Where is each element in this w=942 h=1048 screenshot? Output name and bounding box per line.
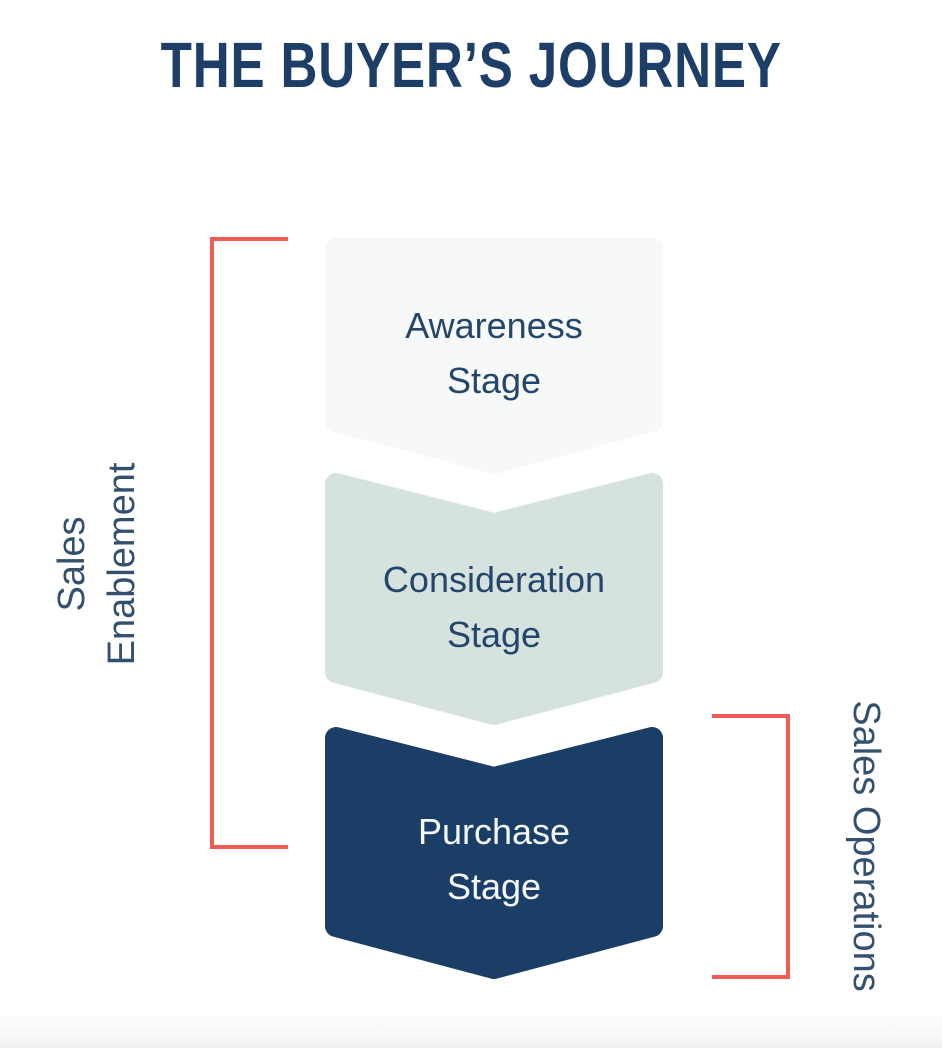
stage-purchase: Purchase Stage [325, 727, 663, 979]
sales-enablement-line2: Enablement [101, 462, 143, 666]
page-title: THE BUYER’S JOURNEY [0, 29, 942, 101]
awareness-chevron-shape [325, 237, 663, 474]
consideration-chevron-shape [325, 473, 663, 725]
sales-operations-text: Sales Operations [845, 700, 887, 992]
sales-enablement-line1: Sales [51, 516, 93, 612]
page-title-text: THE BUYER’S JOURNEY [160, 29, 782, 101]
purchase-chevron-path [325, 727, 663, 979]
left-bracket-bottom-tick [210, 845, 288, 849]
purchase-chevron-shape [325, 727, 663, 979]
right-bracket-top-tick [712, 714, 790, 718]
stage-consideration: Consideration Stage [325, 473, 663, 725]
left-bracket-top-tick [210, 237, 288, 241]
page-bottom-gradient [0, 1012, 942, 1048]
awareness-chevron-path [325, 237, 663, 474]
stage-awareness: Awareness Stage [325, 237, 663, 474]
sales-enablement-label: Sales Enablement [47, 463, 147, 666]
right-bracket-vertical-line [786, 714, 790, 979]
sales-operations-label: Sales Operations [841, 700, 891, 992]
right-bracket-bottom-tick [712, 975, 790, 979]
consideration-chevron-path [325, 473, 663, 725]
left-bracket-vertical-line [210, 237, 214, 849]
